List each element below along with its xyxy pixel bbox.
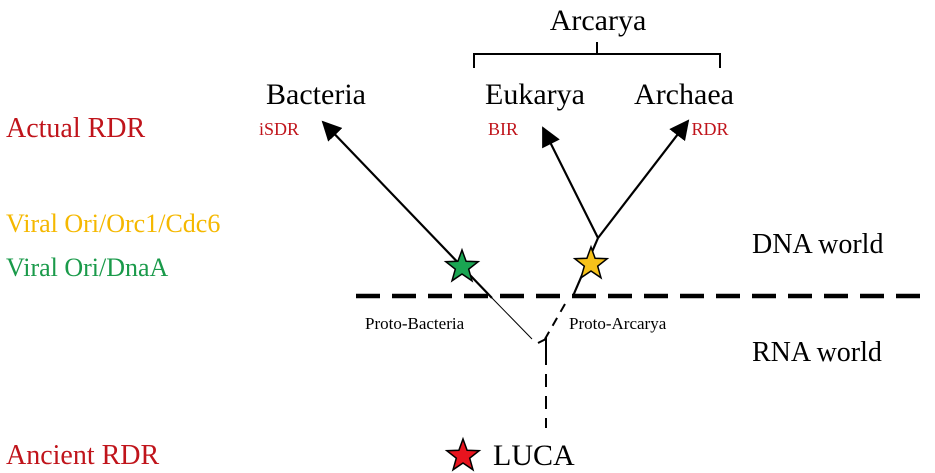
label-rna-world: RNA world <box>752 337 882 368</box>
label-eukarya: Eukarya <box>485 78 585 111</box>
branch-junction <box>537 337 547 352</box>
label-viral-ori-orc1-cdc6: Viral Ori/Orc1/Cdc6 <box>6 209 220 238</box>
label-archaea: Archaea <box>634 78 734 111</box>
label-luca: LUCA <box>493 439 575 472</box>
label-ancient-rdr: Ancient RDR <box>6 440 160 471</box>
yellow-star-icon <box>572 244 610 280</box>
branch-eukarya <box>542 126 599 239</box>
red-star-icon <box>444 436 482 472</box>
label-isdr: iSDR <box>259 119 299 139</box>
label-archaea-rdr: RDR <box>691 119 728 139</box>
branch-archaea <box>597 119 690 239</box>
branch-proto-bacteria <box>491 297 533 340</box>
label-bir: BIR <box>488 119 518 139</box>
label-actual-rdr: Actual RDR <box>6 113 146 144</box>
branch-proto-arcarya <box>544 303 566 340</box>
label-proto-arcarya: Proto-Arcarya <box>569 314 667 333</box>
label-bacteria: Bacteria <box>266 78 366 111</box>
arcarya-bracket <box>473 42 721 68</box>
green-star-icon <box>443 247 481 283</box>
label-proto-bacteria: Proto-Bacteria <box>365 314 465 333</box>
label-arcarya: Arcarya <box>550 4 647 37</box>
label-viral-ori-dnaa: Viral Ori/DnaA <box>6 253 169 282</box>
label-dna-world: DNA world <box>752 229 883 260</box>
